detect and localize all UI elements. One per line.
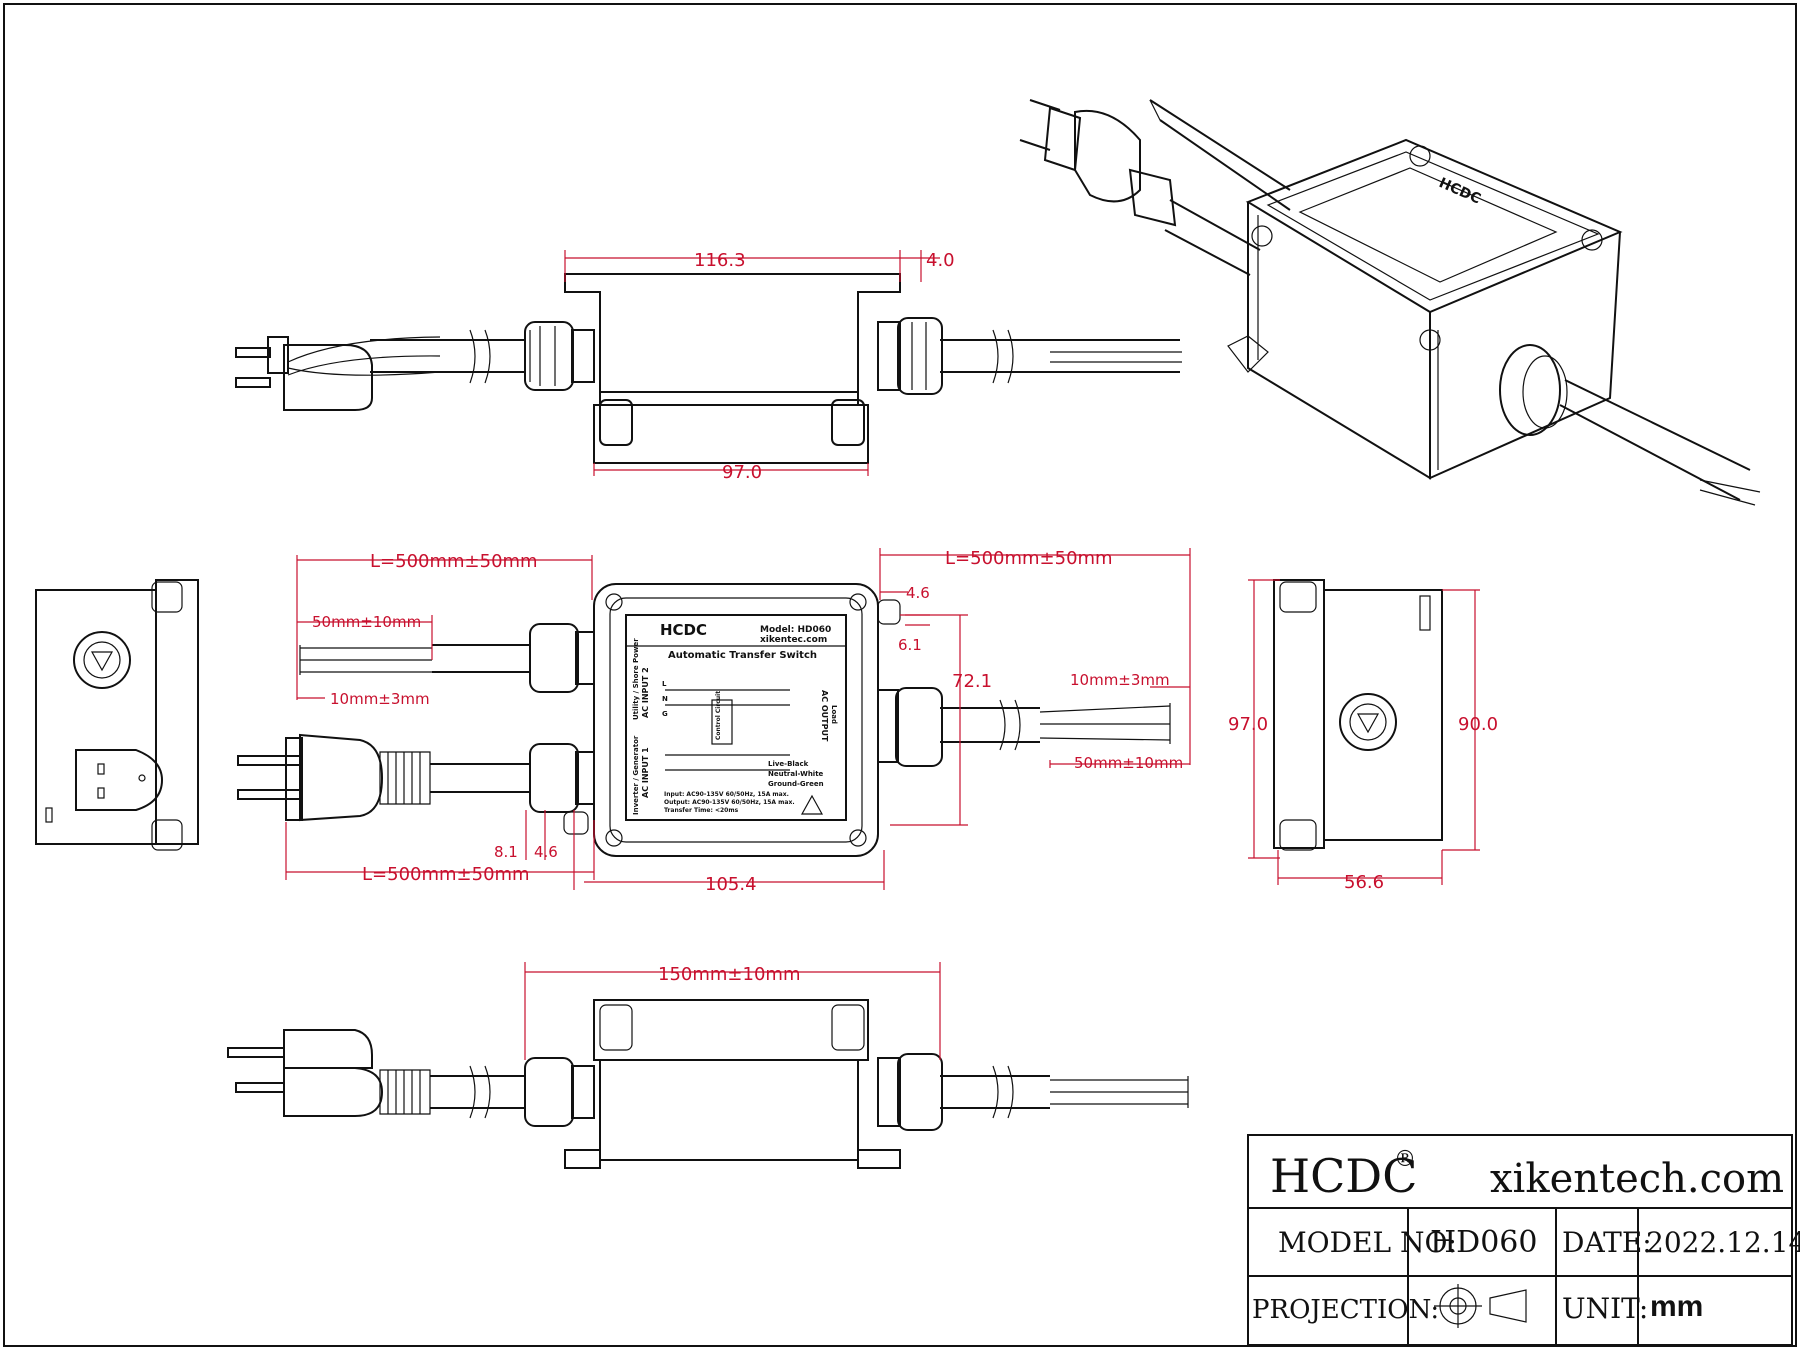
dim-top-flange: 4.0	[926, 250, 955, 271]
dim-side-h2: 90.0	[1458, 714, 1498, 735]
label-title: Automatic Transfer Switch	[668, 650, 817, 661]
tb-date-label: DATE:	[1562, 1226, 1652, 1259]
tb-website: xikentech.com	[1490, 1156, 1784, 1202]
spec-2: Output: AC90-135V 60/50Hz, 15A max.	[664, 799, 795, 806]
dim-top-base: 97.0	[722, 462, 762, 483]
legend-3: Ground-Green	[768, 780, 824, 788]
dim-cable-left-upper: L=500mm±50mm	[370, 551, 538, 572]
label-G: G	[662, 710, 668, 718]
label-output-sub: Load	[830, 705, 838, 724]
isometric-view: HCDC	[1019, 99, 1761, 506]
label-L: L	[662, 680, 667, 688]
dim-bottom-len: 150mm±10mm	[658, 964, 800, 985]
dim-width-front: 105.4	[705, 874, 757, 895]
dim-tip-right: 10mm±3mm	[1070, 671, 1170, 689]
label-output: AC OUTPUT	[820, 690, 829, 742]
front-view: HCDC Model: HD060 xikentec.com Automatic…	[237, 548, 1191, 895]
tb-registered: ®	[1394, 1147, 1416, 1172]
tb-unit-label: UNIT:	[1562, 1292, 1648, 1325]
tb-date-value: 2022.12.14	[1646, 1226, 1800, 1259]
dim-top-width: 116.3	[694, 250, 746, 271]
dim-tip-left: 10mm±3mm	[330, 690, 430, 708]
label-input2-sub: Utility / Shore Power	[632, 638, 640, 720]
tb-model-value: HD060	[1430, 1225, 1537, 1260]
label-N: N	[662, 695, 668, 703]
projection-symbol-icon	[1434, 1284, 1527, 1328]
tb-unit-value: mm	[1650, 1290, 1703, 1323]
dim-side-h1: 97.0	[1228, 714, 1268, 735]
dim-tab-b2: 4.6	[534, 843, 558, 861]
dim-strip-right: 50mm±10mm	[1074, 754, 1183, 772]
dim-cable-left-lower: L=500mm±50mm	[362, 864, 530, 885]
dim-height-front: 72.1	[952, 671, 992, 692]
dim-strip-left: 50mm±10mm	[312, 613, 421, 631]
spec-3: Transfer Time: <20ms	[664, 807, 739, 814]
label-input1-sub: Inverter / Generator	[632, 735, 640, 815]
label-site: xikentec.com	[760, 635, 827, 645]
iso-brand: HCDC	[1436, 175, 1483, 207]
dim-tab-b1: 8.1	[494, 843, 518, 861]
right-side-view: 97.0 90.0 56.6	[1228, 579, 1498, 893]
top-view: 116.3 4.0 97.0	[235, 250, 1182, 483]
title-block: HCDC ® xikentech.com MODEL NO: HD060 DAT…	[1247, 1134, 1800, 1346]
dim-tab-w: 4.6	[906, 584, 930, 602]
dim-cable-right: L=500mm±50mm	[945, 548, 1113, 569]
label-model: Model: HD060	[760, 625, 831, 635]
tb-model-label: MODEL NO:	[1278, 1226, 1457, 1259]
label-brand: HCDC	[660, 621, 707, 639]
legend-1: Live-Black	[768, 760, 809, 768]
dim-tab-h: 6.1	[898, 636, 922, 654]
legend-2: Neutral-White	[768, 770, 824, 778]
left-side-view	[35, 579, 199, 851]
tb-brand: HCDC	[1270, 1149, 1417, 1203]
dim-side-w: 56.6	[1344, 872, 1384, 893]
spec-1: Input: AC90-135V 60/50Hz, 15A max.	[664, 791, 789, 798]
label-input1: AC INPUT 1	[641, 747, 650, 798]
label-control: Control Circuit	[715, 691, 722, 740]
label-input2: AC INPUT 2	[641, 667, 650, 718]
drawing-border	[3, 3, 1797, 1347]
bottom-view: 150mm±10mm	[227, 962, 1189, 1169]
tb-projection-label: PROJECTION:	[1252, 1295, 1439, 1325]
